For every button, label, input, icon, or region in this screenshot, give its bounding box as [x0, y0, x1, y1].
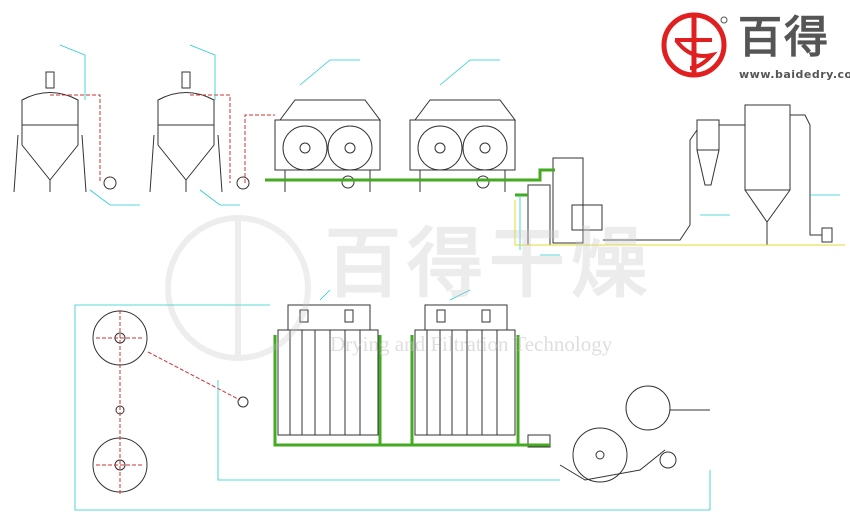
watermark-logo-icon: [165, 215, 311, 361]
watermark-name: 百得干燥: [325, 219, 653, 308]
brand-name: 百得: [738, 12, 830, 63]
centerlines: [50, 94, 275, 495]
reactor-tank-2: [149, 71, 223, 193]
air-duct: [603, 114, 822, 241]
flow-lines: [514, 200, 845, 246]
rotary-drum: [527, 385, 710, 483]
brand-logo-icon: [661, 12, 728, 78]
vertical-filter-2: [414, 304, 516, 436]
dimension-lines: [59, 44, 840, 511]
brand-url: www.baidedry.com: [739, 68, 850, 81]
process-pipe: [265, 168, 555, 447]
watermark-tagline: Drying and Filtration Technology: [330, 332, 613, 356]
vertical-filter-1: [277, 304, 379, 436]
pump-2: [236, 176, 250, 190]
drum-filter-1: [274, 99, 381, 192]
rotary-valve: [571, 204, 603, 231]
pump-1: [103, 176, 117, 190]
drum-filter-2: [409, 99, 516, 192]
bag-filter: [744, 104, 833, 245]
cyclone-separator: [696, 119, 720, 186]
reactor-tank-1: [13, 71, 87, 193]
